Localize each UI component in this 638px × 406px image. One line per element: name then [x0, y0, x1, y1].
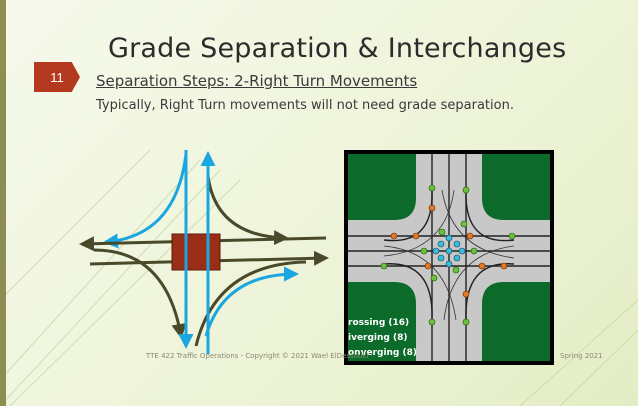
- right-turn-ramp-sw: [93, 248, 187, 339]
- footer-copyright: TTE 422 Traffic Operations - Copyright ©…: [146, 352, 369, 360]
- converging-points: [380, 184, 516, 326]
- right-turn-sketch: [79, 150, 329, 354]
- slide-subtitle: Separation Steps: 2-Right Turn Movements: [96, 72, 418, 90]
- grass-nw: [348, 154, 416, 220]
- right-turn-ramp-se: [194, 260, 307, 347]
- intersection-conflict-diagram: rossing (16) iverging (8) onverging (8): [344, 150, 554, 365]
- slide-number: 11: [34, 62, 80, 92]
- overpass-structure: [171, 233, 221, 271]
- body-text: Typically, Right Turn movements will not…: [96, 98, 514, 113]
- diverging-points: [390, 204, 508, 298]
- crossing-points: [432, 234, 466, 268]
- legend-converging: onverging (8): [348, 348, 417, 358]
- right-turn-ramp-nw: [103, 153, 188, 249]
- grass-ne: [482, 154, 550, 220]
- footer-term: Spring 2021: [560, 352, 603, 360]
- grass-se: [482, 282, 550, 361]
- right-turn-ramp-ne: [206, 175, 289, 246]
- grass-sw: [348, 282, 416, 361]
- legend-diverging: iverging (8): [348, 333, 408, 343]
- right-turn-ramp-ne-blue: [204, 266, 299, 337]
- legend-crossing: rossing (16): [348, 318, 410, 328]
- left-accent-bar: [0, 0, 6, 406]
- intersection-svg: [348, 154, 550, 361]
- slide-title: Grade Separation & Interchanges: [108, 33, 567, 64]
